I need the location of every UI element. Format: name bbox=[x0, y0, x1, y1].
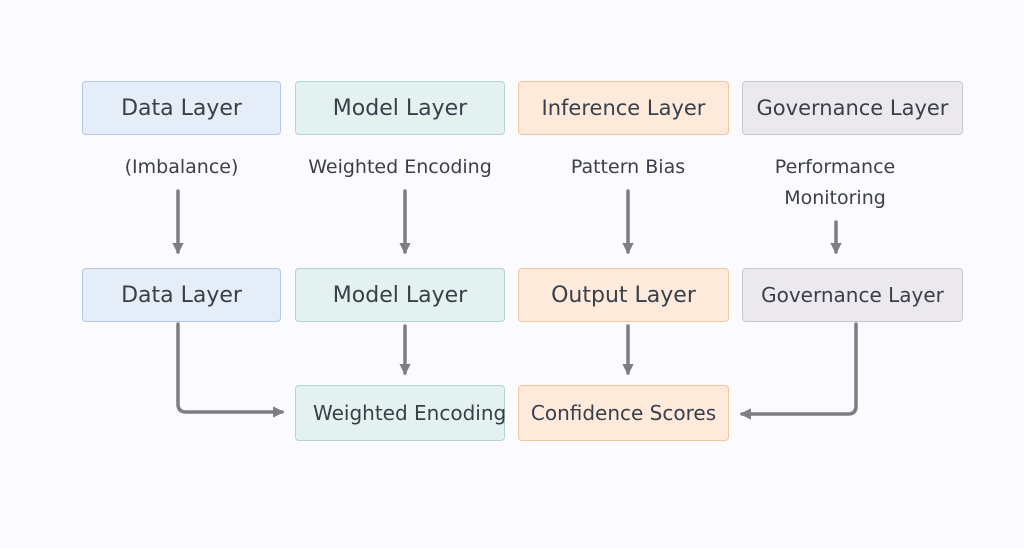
arrow-data-to-weighted bbox=[176, 322, 285, 418]
output-layer-box: Output Layer bbox=[518, 268, 729, 322]
inference-layer-box: Inference Layer bbox=[518, 81, 729, 135]
weighted-encoding-box: Weighted Encoding bbox=[295, 385, 506, 441]
model-layer-box: Model Layer bbox=[295, 81, 505, 135]
arrow-governance-to-confidence bbox=[739, 322, 858, 420]
governance-layer-box: Governance Layer bbox=[742, 81, 963, 135]
governance-layer-box-2: Governance Layer bbox=[742, 268, 963, 322]
performance-monitoring-label: Performance Monitoring bbox=[774, 156, 896, 209]
model-layer-box-2: Model Layer bbox=[295, 268, 505, 322]
data-layer-box-2: Data Layer bbox=[82, 268, 281, 322]
data-layer-box: Data Layer bbox=[82, 81, 281, 135]
weighted-encoding-label: Weighted Encoding bbox=[308, 156, 492, 178]
pattern-bias-label: Pattern Bias bbox=[570, 156, 686, 178]
confidence-scores-box: Confidence Scores bbox=[518, 385, 729, 441]
imbalance-label: (Imbalance) bbox=[124, 156, 239, 178]
